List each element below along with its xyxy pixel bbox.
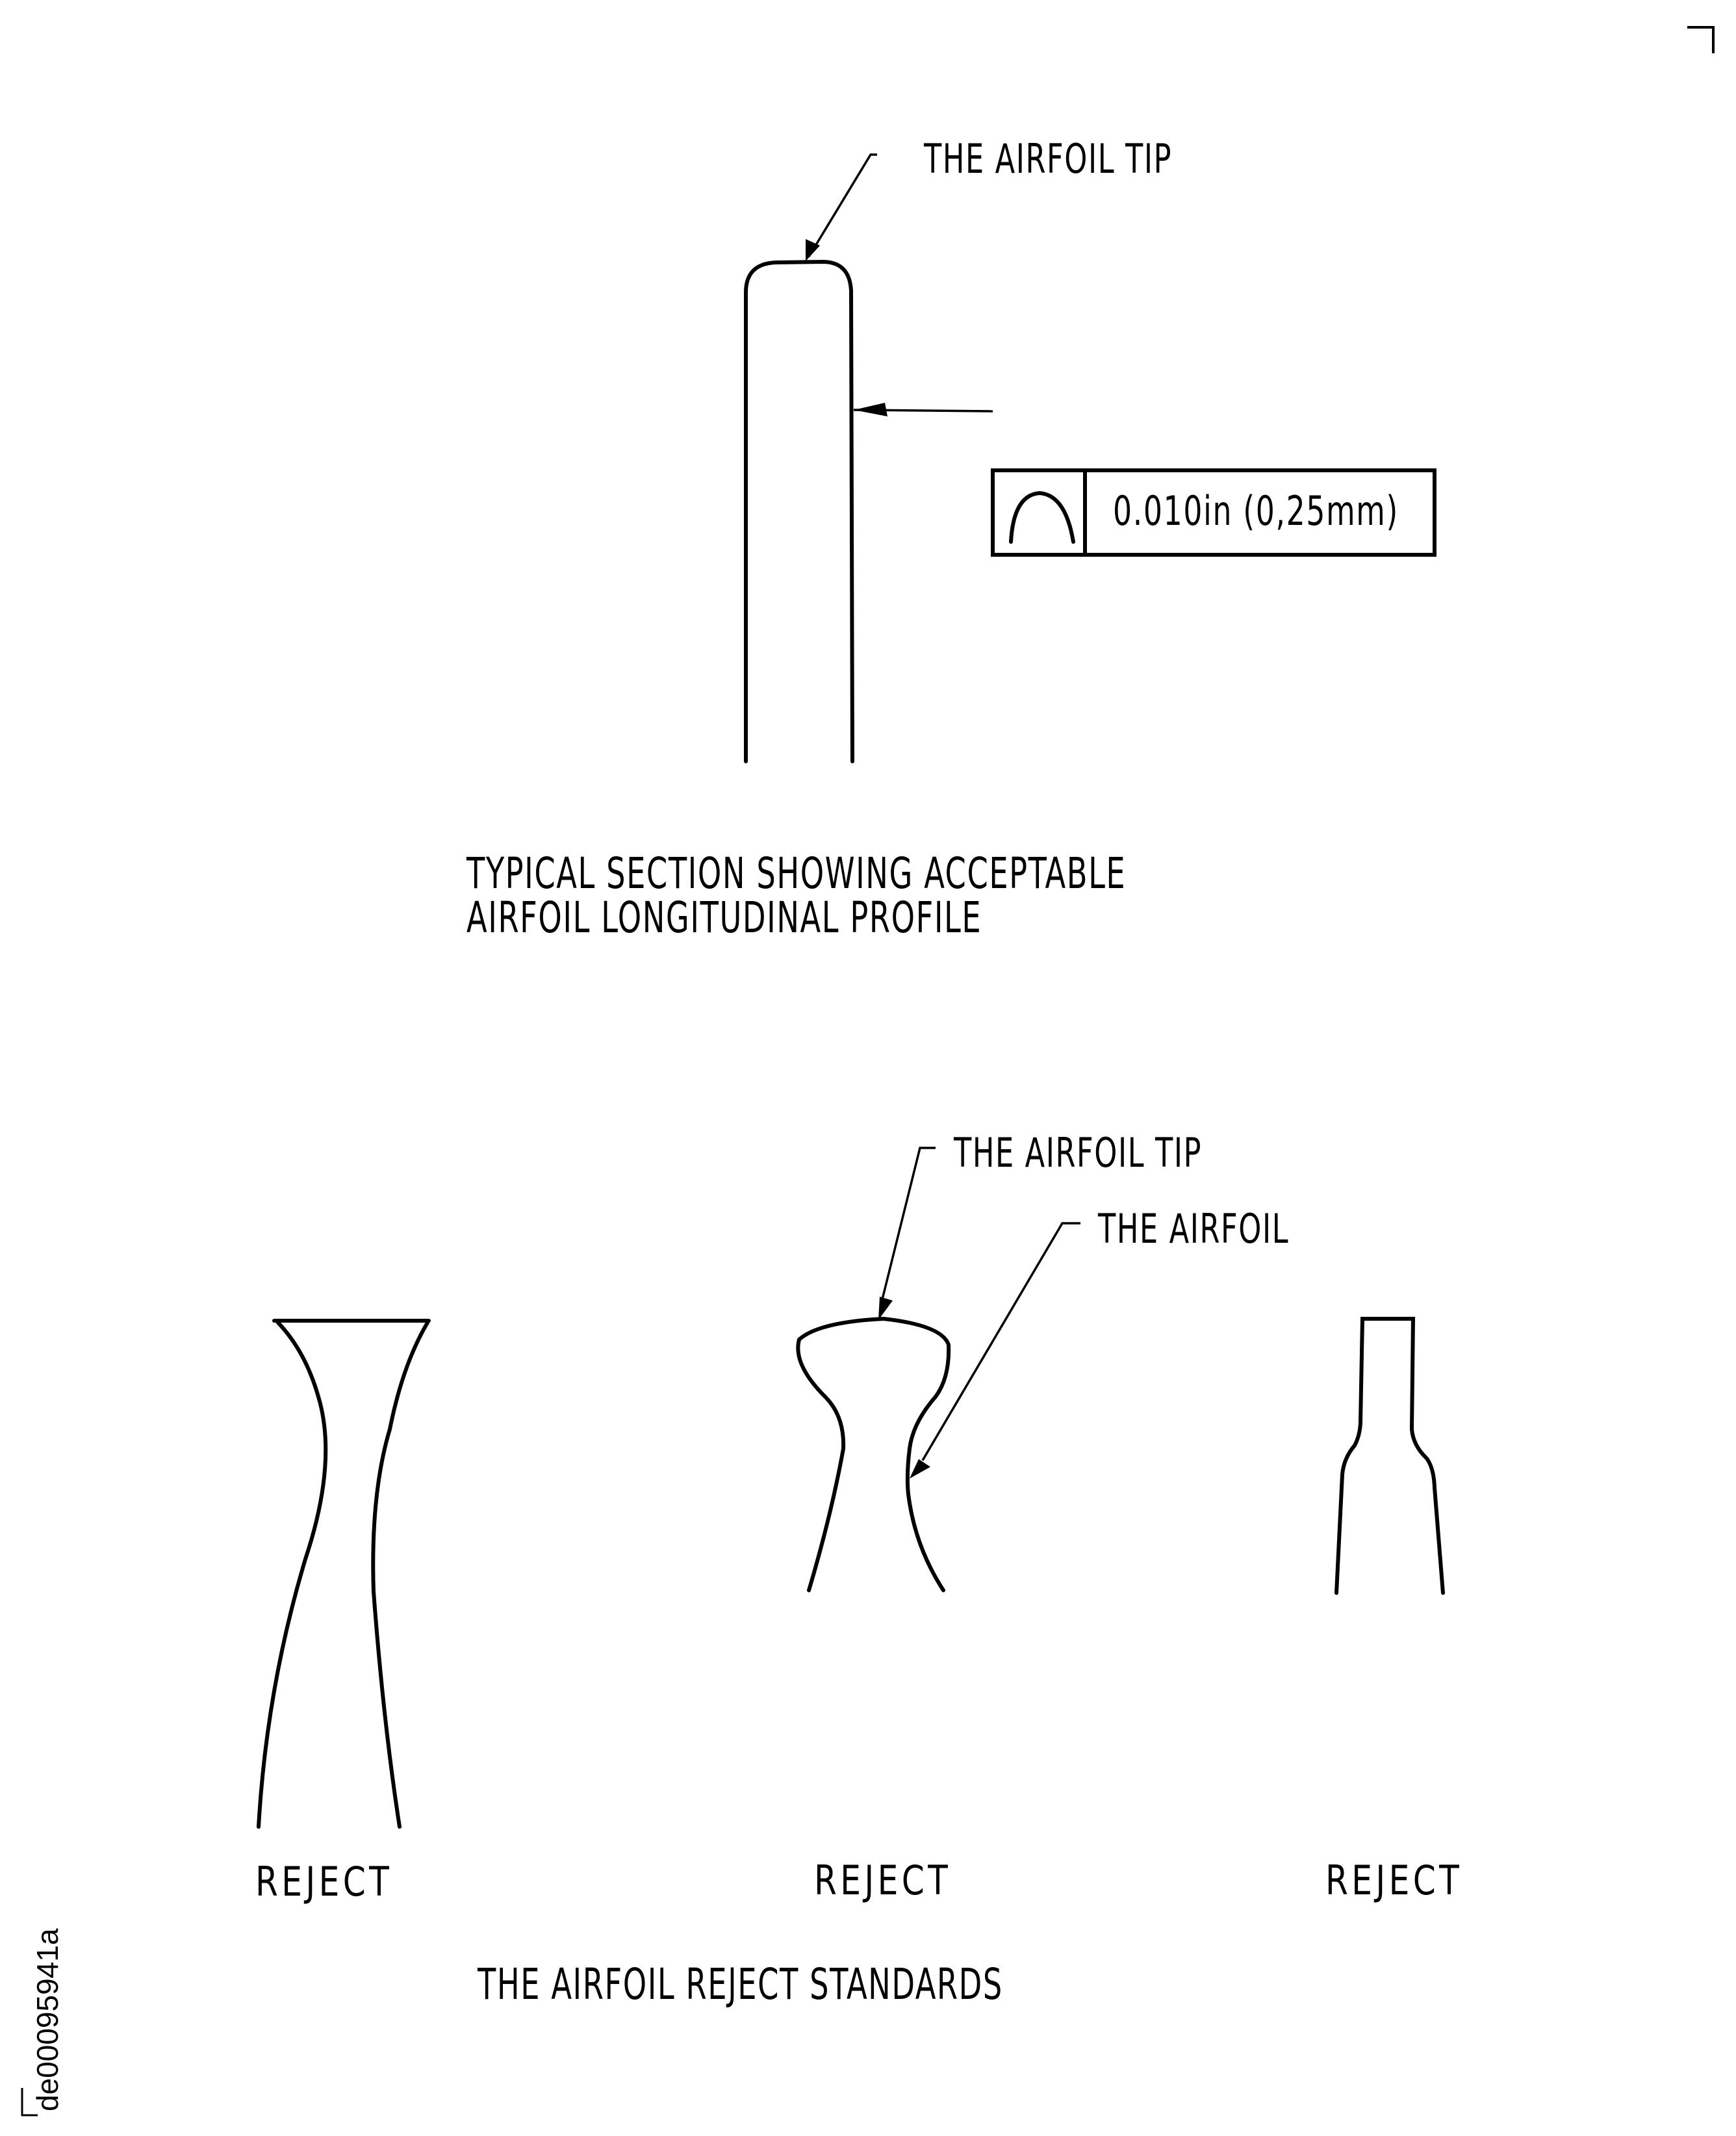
reject-label-1: REJECT xyxy=(255,1858,393,1905)
feature-control-frame xyxy=(991,468,1436,557)
caption-reject-standards: THE AIRFOIL REJECT STANDARDS xyxy=(478,1959,1003,2009)
reject-label-2: REJECT xyxy=(814,1857,952,1904)
corner-crop-mark xyxy=(1687,26,1715,53)
reject-shape-concave xyxy=(257,1319,431,1829)
callout-airfoil-tip-bottom: THE AIRFOIL TIP xyxy=(954,1129,1203,1176)
document-id: de00095941a xyxy=(31,1928,64,2111)
profile-tolerance-leader xyxy=(853,403,993,416)
callout-airfoil: THE AIRFOIL xyxy=(1098,1205,1290,1252)
profile-of-line-icon xyxy=(1009,490,1075,544)
reject-label-3: REJECT xyxy=(1325,1857,1463,1904)
reject-shape-bulbous xyxy=(796,1316,951,1592)
docid-bracket xyxy=(21,2088,38,2117)
reject-shape-stepped xyxy=(1334,1317,1445,1595)
callout-airfoil-tip-top: THE AIRFOIL TIP xyxy=(924,135,1173,183)
caption-acceptable-line2: AIRFOIL LONGITUDINAL PROFILE xyxy=(466,893,982,943)
caption-acceptable-line1: TYPICAL SECTION SHOWING ACCEPTABLE xyxy=(466,848,1127,898)
tip-leader-top xyxy=(806,153,877,261)
acceptable-airfoil-profile xyxy=(744,259,854,763)
tip-leader-bottom xyxy=(878,1147,936,1320)
airfoil-leader xyxy=(910,1222,1080,1479)
profile-tolerance-value: 0.010in (0,25mm) xyxy=(1113,487,1399,535)
